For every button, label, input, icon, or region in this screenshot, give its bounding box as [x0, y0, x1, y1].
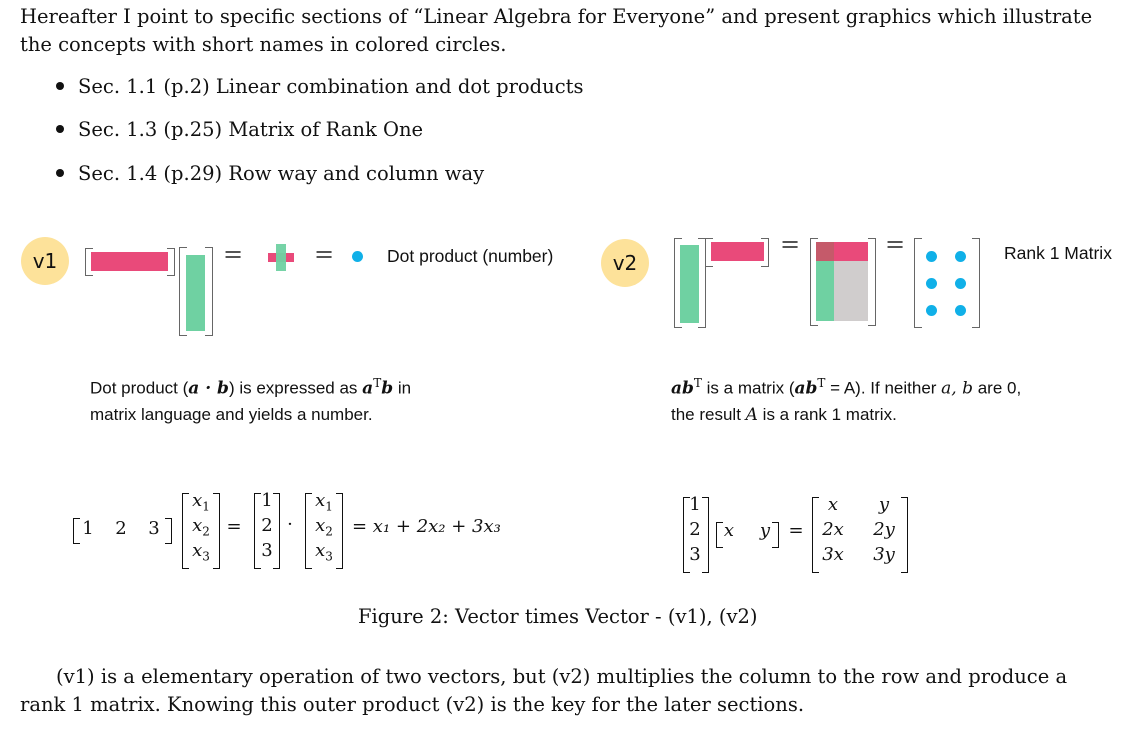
- x-entry: x1: [192, 490, 210, 514]
- bullet-item: Sec. 1.3 (p.25) Matrix of Rank One: [56, 118, 423, 141]
- outro-line-1: (v1) is a elementary operation of two ve…: [56, 665, 1068, 688]
- bracket-left: [179, 247, 187, 336]
- x-entry: x2: [192, 515, 210, 539]
- matrix-bracket: [702, 497, 709, 573]
- matrix-bracket: [254, 493, 261, 569]
- v2-tag: v2: [601, 239, 649, 287]
- matrix-entry: 3x: [822, 544, 844, 565]
- bracket-right: [698, 238, 706, 328]
- bullet-item: Sec. 1.1 (p.2) Linear combination and do…: [56, 75, 583, 98]
- bullet-dot: [56, 82, 64, 90]
- matrix-dot: [955, 251, 966, 262]
- v2-caption: abT is a matrix (abT = A). If neither a,…: [671, 370, 1021, 428]
- col-entry: 3: [689, 544, 701, 565]
- col-entry: 1: [261, 490, 273, 511]
- v2-caption-line-1: abT is a matrix (abT = A). If neither a,…: [671, 376, 1022, 399]
- product-overlap-cell: [816, 242, 834, 261]
- matrix-bracket: [305, 493, 312, 569]
- intro-line-2: the concepts with short names in colored…: [20, 33, 507, 56]
- x-entry: x2: [315, 515, 333, 539]
- bracket-right: [868, 238, 876, 326]
- bracket-left: [810, 238, 818, 326]
- matrix-bracket: [772, 522, 779, 548]
- matrix-bracket: [901, 497, 908, 573]
- matrix-dot: [926, 251, 937, 262]
- row-entry: x: [723, 520, 735, 541]
- bracket-left: [914, 238, 922, 328]
- matrix-bracket: [213, 493, 220, 569]
- outro-line-2: rank 1 matrix. Knowing this outer produc…: [20, 693, 805, 716]
- matrix-bracket: [165, 518, 172, 544]
- matrix-entry: 2y: [873, 519, 895, 540]
- row-entry: 3: [148, 518, 160, 539]
- matrix-dot: [955, 305, 966, 316]
- v1-caption: Dot product (a · b) is expressed as aTb …: [90, 370, 411, 428]
- bracket-right: [761, 238, 769, 267]
- matrix-bracket: [683, 497, 690, 573]
- matrix-dot: [955, 278, 966, 289]
- v1-caption-line-1: Dot product (a · b) is expressed as aTb …: [90, 376, 412, 399]
- bullet-text: Sec. 1.4 (p.29) Row way and column way: [78, 162, 485, 185]
- row-entry: 1: [82, 518, 94, 539]
- number-dot: [352, 251, 363, 262]
- equals-sign: =: [314, 240, 335, 268]
- bullet-text: Sec. 1.3 (p.25) Matrix of Rank One: [78, 118, 424, 141]
- matrix-entry: 3y: [873, 544, 895, 565]
- row-vector-bar: [91, 252, 168, 271]
- bullet-dot: [56, 169, 64, 177]
- matrix-dot: [926, 305, 937, 316]
- bracket-right: [167, 248, 175, 276]
- bracket-right: [205, 247, 213, 336]
- matrix-entry: x: [827, 494, 839, 515]
- column-vector-bar: [186, 255, 205, 331]
- v1-caption-line-2: matrix language and yields a number.: [90, 404, 373, 424]
- col-entry: 2: [261, 515, 273, 536]
- cross-column-bar: [276, 244, 286, 271]
- x-entry: x3: [315, 540, 333, 564]
- v1-tag: v1: [21, 237, 69, 285]
- v2-caption-line-2: the result A is a rank 1 matrix.: [671, 404, 897, 425]
- matrix-bracket: [716, 522, 723, 548]
- matrix-entry: y: [878, 494, 890, 515]
- figure-caption: Figure 2: Vector times Vector - (v1), (v…: [358, 605, 758, 628]
- equals-sign: =: [885, 230, 906, 258]
- bracket-right: [972, 238, 980, 328]
- matrix-bracket: [182, 493, 189, 569]
- matrix-entry: 2x: [822, 519, 844, 540]
- row-entry: 2: [115, 518, 127, 539]
- intro-line-1: Hereafter I point to specific sections o…: [20, 5, 1093, 28]
- col-entry: 2: [689, 519, 701, 540]
- column-vector-bar: [680, 245, 699, 323]
- equals-sign: =: [226, 516, 242, 537]
- outro-paragraph: (v1) is a elementary operation of two ve…: [20, 663, 1122, 719]
- equals-sign: =: [223, 240, 244, 268]
- matrix-bracket: [273, 493, 280, 569]
- x-entry: x1: [315, 490, 333, 514]
- bullet-dot: [56, 125, 64, 133]
- intro-paragraph: Hereafter I point to specific sections o…: [20, 3, 1122, 59]
- v1-result: = x₁ + 2x₂ + 3x₃: [352, 516, 501, 537]
- row-entry: y: [759, 520, 771, 541]
- equals-sign: =: [788, 520, 804, 541]
- v2-label: Rank 1 Matrix: [1004, 243, 1112, 263]
- matrix-dot: [926, 278, 937, 289]
- bullet-item: Sec. 1.4 (p.29) Row way and column way: [56, 162, 484, 185]
- matrix-bracket: [812, 497, 819, 573]
- bullet-text: Sec. 1.1 (p.2) Linear combination and do…: [78, 75, 584, 98]
- matrix-bracket: [336, 493, 343, 569]
- x-entry: x3: [192, 540, 210, 564]
- dot-operator: ·: [287, 514, 293, 535]
- product-column-band: [816, 242, 834, 321]
- bracket-left: [705, 238, 713, 267]
- matrix-bracket: [73, 518, 80, 544]
- v1-label: Dot product (number): [387, 246, 554, 266]
- bracket-left: [674, 238, 682, 328]
- equals-sign: =: [780, 230, 801, 258]
- col-entry: 3: [261, 540, 273, 561]
- bracket-left: [85, 248, 93, 276]
- col-entry: 1: [689, 494, 701, 515]
- row-vector-bar: [711, 242, 764, 261]
